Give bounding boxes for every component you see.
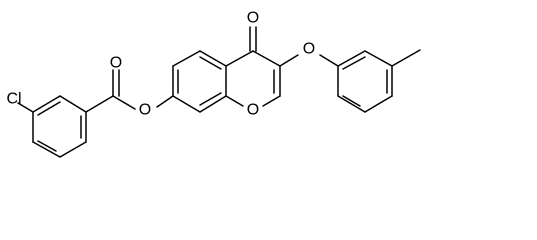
ester-link-oxygen-label: O [139, 102, 151, 119]
ether-linkage [279, 54, 339, 67]
chlorine-atom-label: Cl [6, 91, 21, 108]
tolyl-ring [337, 50, 393, 113]
methyl-bond [391, 49, 421, 67]
chromone-pyranone-ring [225, 26, 281, 107]
chlorophenyl-ring [32, 95, 87, 158]
chromone-ring-oxygen-label: O [247, 102, 259, 119]
c-cl-bond [17, 102, 34, 113]
ester-group [85, 69, 174, 113]
ether-oxygen-label: O [303, 41, 315, 58]
ester-carbonyl-oxygen-label: O [110, 55, 122, 72]
chemical-structure: Cl O O O O O [6, 10, 421, 158]
chromone-benzo-ring [172, 50, 227, 113]
chromone-carbonyl-oxygen-label: O [247, 10, 259, 27]
